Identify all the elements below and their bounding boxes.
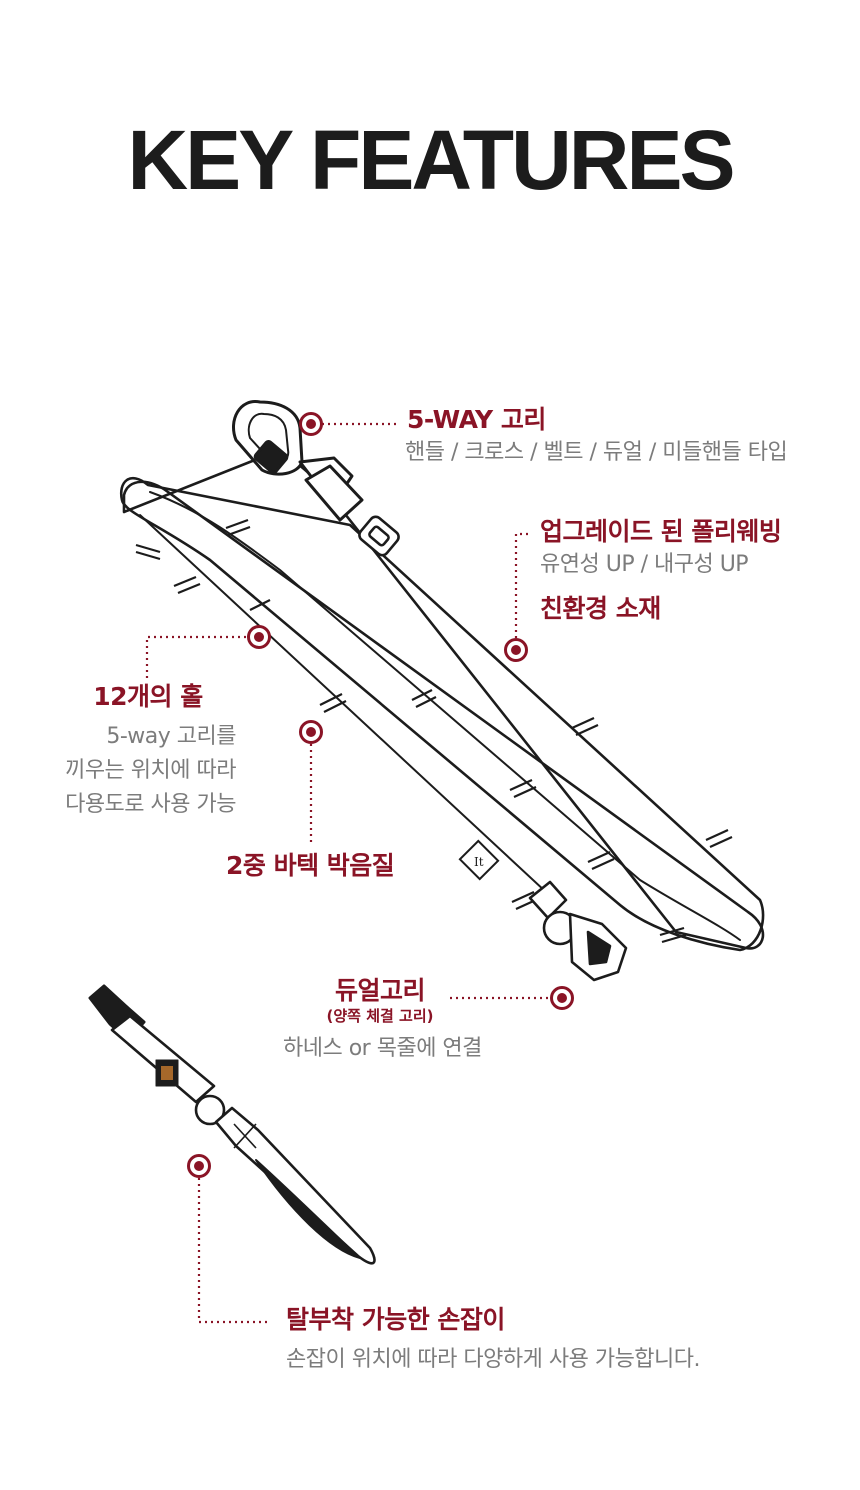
holes-heading: 12개의 홀	[93, 682, 203, 711]
leash-webbing	[119, 448, 765, 952]
detachable-handle	[88, 984, 376, 1265]
carabiner	[232, 400, 364, 522]
webbing-heading: 업그레이드 된 폴리웨빙	[540, 517, 782, 546]
page-title: KEY FEATURES	[127, 113, 736, 207]
holes-description-line-1: 5-way 고리를	[106, 724, 236, 749]
dual-hook-description: 하네스 or 목줄에 연결	[283, 1036, 482, 1061]
hook-heading: 5-WAY 고리	[407, 405, 546, 434]
leader-lines	[145, 422, 548, 1324]
handle-heading: 탈부착 가능한 손잡이	[286, 1305, 505, 1334]
svg-text:It: It	[474, 855, 484, 869]
hook-description: 핸들 / 크로스 / 벨트 / 듀얼 / 미들핸들 타입	[405, 440, 788, 465]
holes-description-line-2: 끼우는 위치에 따라	[65, 758, 236, 783]
handle-description: 손잡이 위치에 따라 다양하게 사용 가능합니다.	[286, 1347, 701, 1372]
holes-description-line-3: 다용도로 사용 가능	[65, 792, 236, 817]
dual-hook-heading: 듀얼고리	[334, 976, 426, 1005]
brand-patch: It	[458, 839, 500, 881]
dual-hook-subheading: (양쪽 체결 고리)	[326, 1007, 434, 1025]
dual-hook-clip	[528, 880, 628, 982]
webbing-description: 유연성 UP / 내구성 UP	[540, 552, 749, 577]
slider-buckle	[358, 515, 400, 557]
stitch-heading: 2중 바텍 박음질	[226, 851, 395, 880]
webbing-eco-heading: 친환경 소재	[540, 594, 661, 623]
stitch-bands	[135, 518, 733, 944]
